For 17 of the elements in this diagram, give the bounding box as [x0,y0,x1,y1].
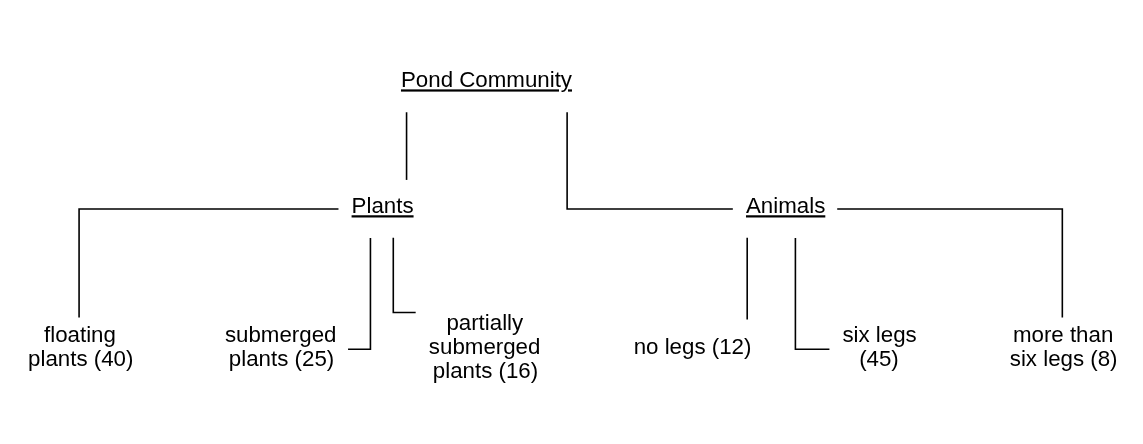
node-text: submerged plants (25) [224,321,337,371]
node-text: floating plants (40) [28,321,134,371]
connector [78,207,340,318]
node-text: no legs (12) [633,333,752,359]
connector [746,236,748,320]
connector [836,207,1064,318]
connector [405,110,408,181]
node-text: Pond Community [400,66,572,92]
connector [392,236,417,313]
node-text: Animals [746,192,826,218]
connector [794,236,831,350]
connector [566,110,734,210]
connector [347,236,372,350]
node-text: partially submerged plants (16) [428,309,541,383]
node-text: more than six legs (8) [1009,321,1118,371]
node-text: Plants [351,192,414,218]
node-text: six legs (45) [842,321,917,371]
